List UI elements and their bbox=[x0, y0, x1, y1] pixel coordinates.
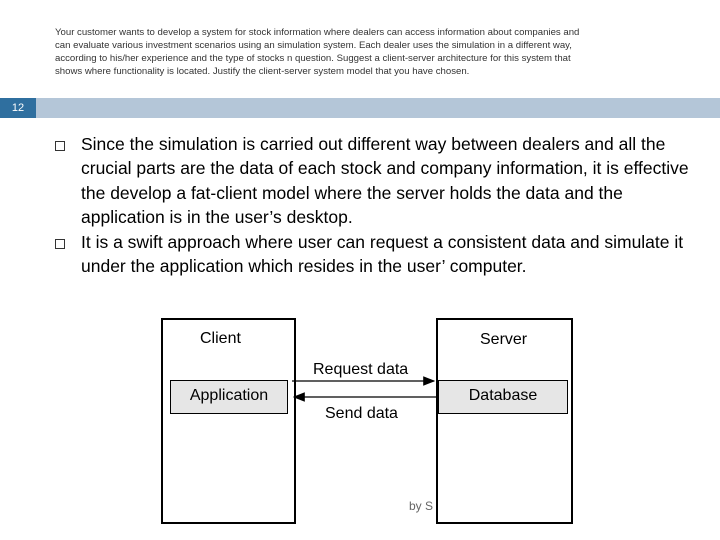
question-text: Your customer wants to develop a system … bbox=[55, 27, 580, 77]
bullet-list: Since the simulation is carried out diff… bbox=[55, 132, 705, 278]
server-box bbox=[436, 318, 573, 524]
database-box: Database bbox=[438, 380, 568, 414]
slide-header-bar bbox=[0, 98, 720, 118]
application-box: Application bbox=[170, 380, 288, 414]
bullet-item: Since the simulation is carried out diff… bbox=[55, 132, 705, 230]
square-bullet-icon bbox=[55, 238, 65, 249]
request-data-label: Request data bbox=[313, 361, 409, 378]
bullet-text: Since the simulation is carried out diff… bbox=[81, 134, 689, 228]
bullet-item: It is a swift approach where user can re… bbox=[55, 230, 705, 279]
footer-text: by S bbox=[409, 499, 434, 513]
client-label: Client bbox=[200, 330, 241, 347]
send-data-label: Send data bbox=[325, 405, 398, 422]
client-box bbox=[161, 318, 296, 524]
square-bullet-icon bbox=[55, 141, 65, 151]
slide-number: 12 bbox=[0, 98, 36, 118]
bullet-text: It is a swift approach where user can re… bbox=[81, 231, 684, 277]
server-label: Server bbox=[480, 331, 528, 348]
